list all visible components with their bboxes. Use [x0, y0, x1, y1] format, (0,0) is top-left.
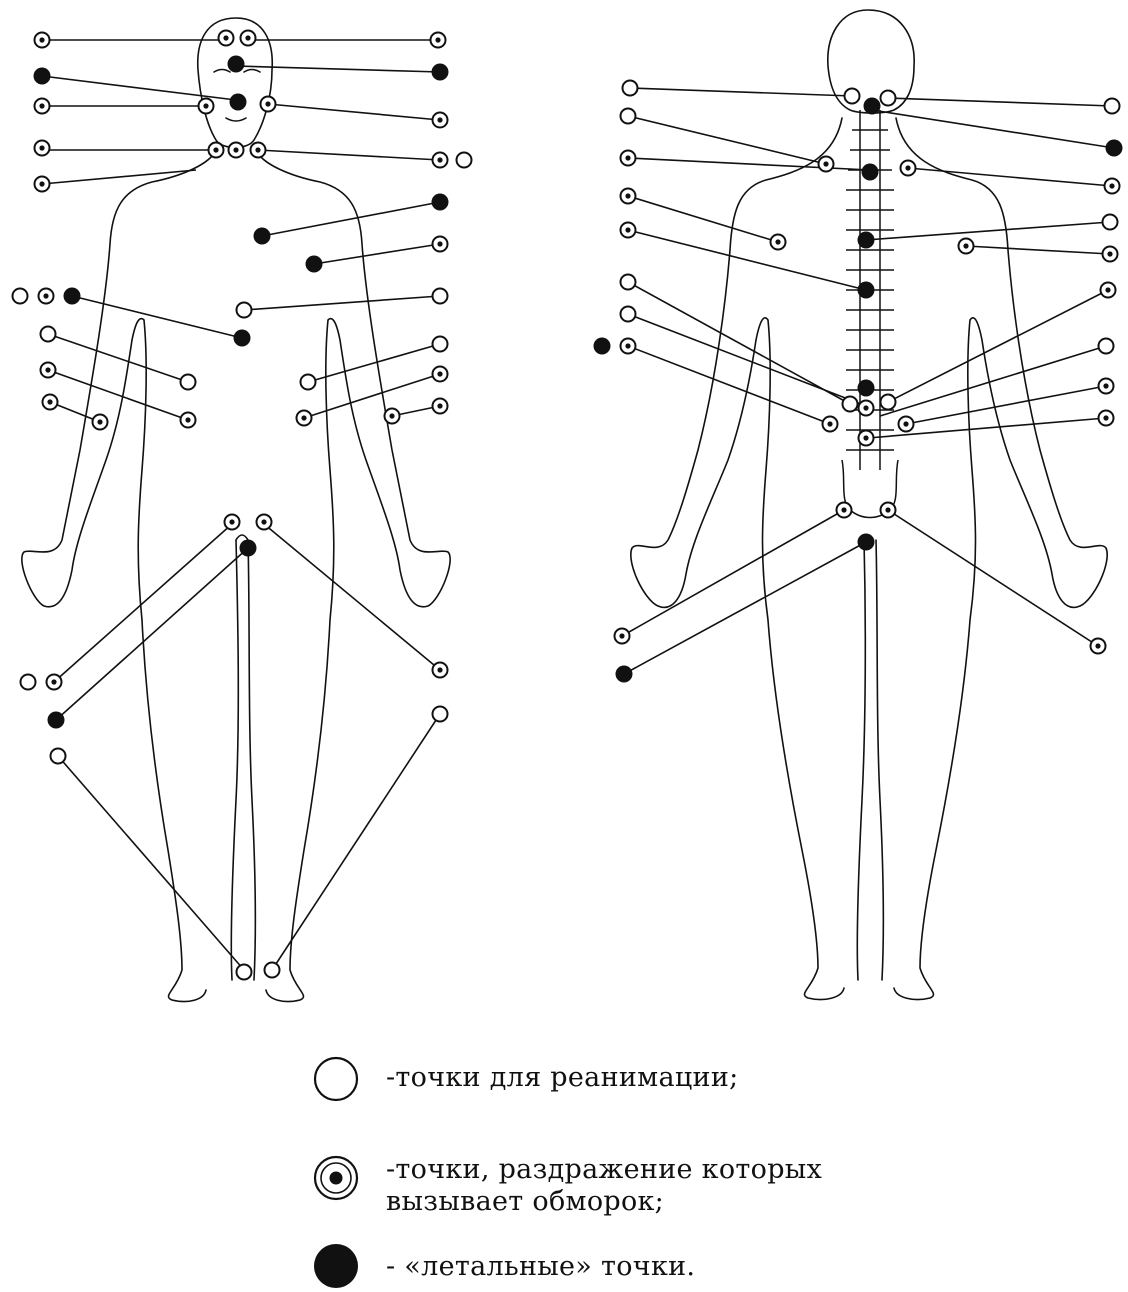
back-figure-outline [631, 10, 1107, 1000]
front-figure-outline [22, 18, 450, 1002]
legend-text-dot-line1: -точки, раздражение которых [386, 1153, 822, 1187]
back-points [594, 81, 1123, 683]
front-leader-lines [42, 40, 440, 970]
dotted-circle-icon [312, 1154, 362, 1204]
legend-text-open: -точки для реанимации; [386, 1061, 739, 1095]
body-points-diagram [0, 0, 1128, 1040]
open-circle-icon [312, 1055, 362, 1105]
legend-text-dot-line2: вызывает обморок; [386, 1185, 664, 1219]
filled-circle-icon [312, 1242, 362, 1292]
legend-text-filled: - «летальные» точки. [386, 1250, 695, 1284]
